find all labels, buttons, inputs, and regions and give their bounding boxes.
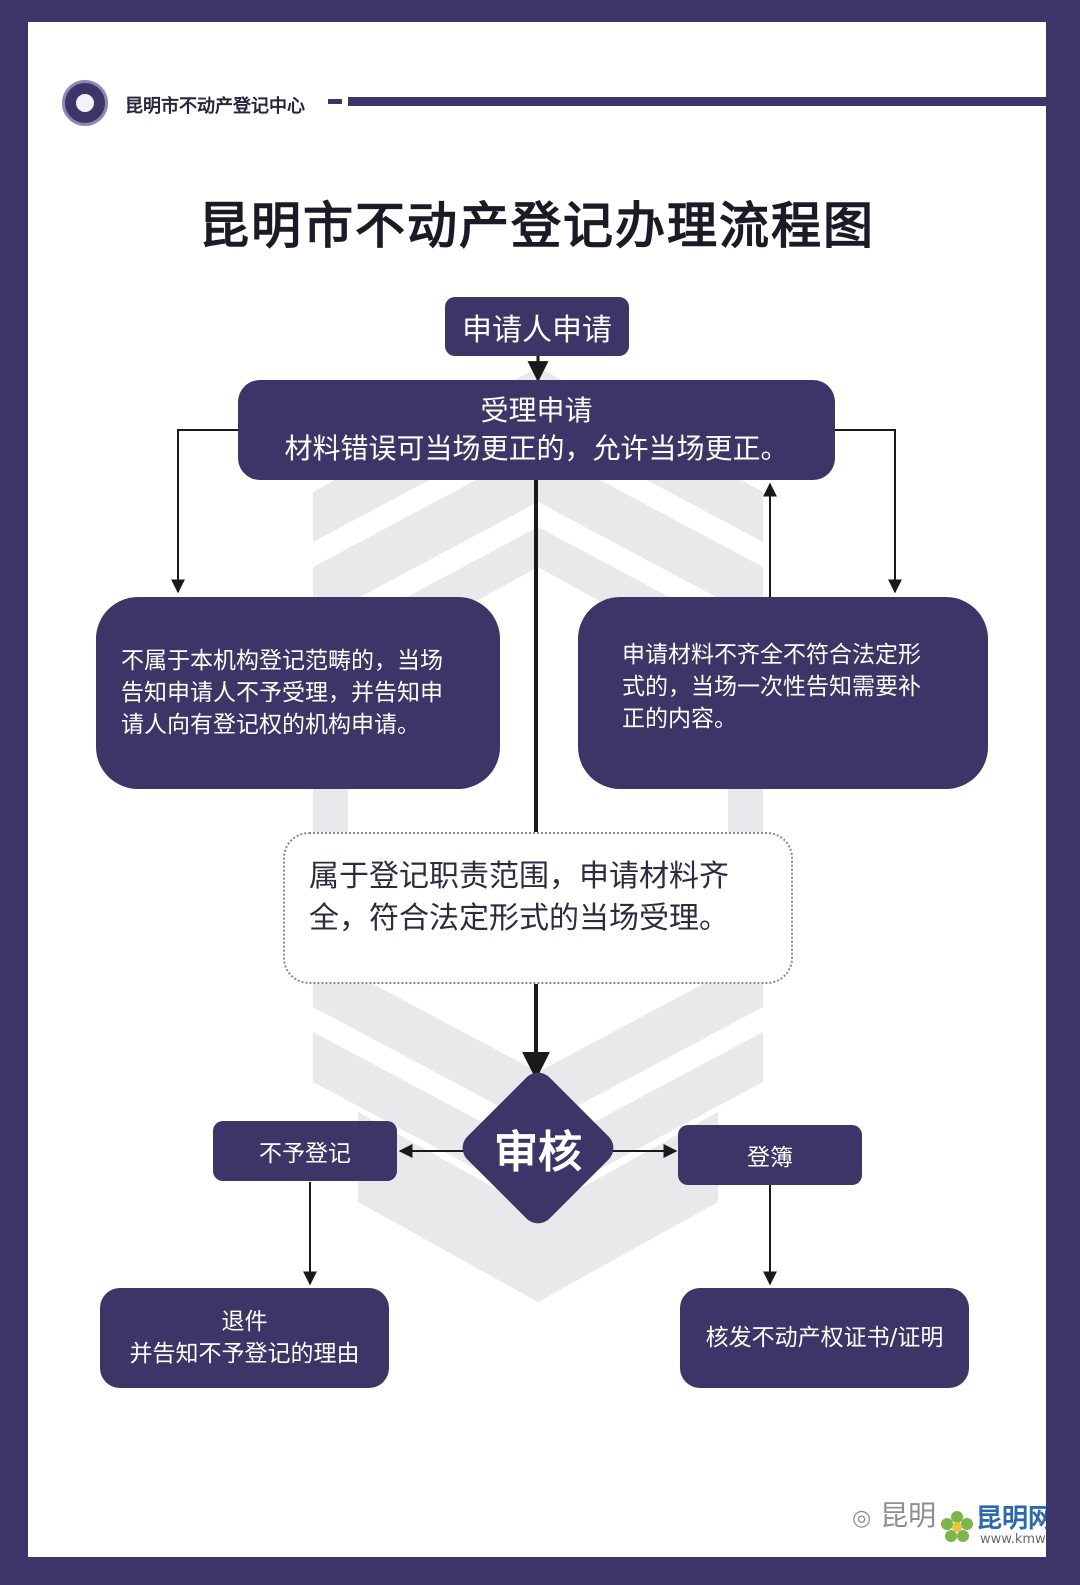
wechat-icon: ◎ [852, 1506, 872, 1531]
node-reject: 不予登记 [213, 1121, 397, 1181]
node-issue: 核发不动产权证书/证明 [680, 1288, 969, 1388]
node-accept-title: 受理申请 [480, 394, 593, 427]
node-not-in-scope-line-1: 不属于本机构登记范畴的，当场 [121, 648, 443, 674]
node-return: 退件 并告知不予登记的理由 [100, 1288, 389, 1388]
node-in-scope-line-2: 全，符合法定形式的当场受理。 [309, 901, 729, 936]
header-divider-dash [328, 99, 342, 104]
node-not-in-scope-line-3: 请人向有登记权的机构申请。 [121, 712, 420, 738]
node-not-in-scope-line-2: 告知申请人不予受理，并告知申 [121, 680, 443, 706]
flower-logo-icon [941, 1511, 973, 1542]
node-apply: 申请人申请 [445, 297, 629, 356]
node-incomplete-line-1: 申请材料不齐全不符合法定形 [622, 642, 921, 668]
poster-sheet: 昆明市不动产登记中心 昆明市不动产登记办理流程图 申请人申请 受理申请 材料错误… [28, 22, 1046, 1557]
node-register: 登簿 [678, 1125, 862, 1185]
node-issue-label: 核发不动产权证书/证明 [705, 1325, 944, 1351]
node-in-scope: 属于登记职责范围，申请材料齐 全，符合法定形式的当场受理。 [283, 832, 793, 984]
node-return-note: 并告知不予登记的理由 [129, 1341, 360, 1367]
node-incomplete-line-3: 正的内容。 [622, 706, 737, 732]
org-name: 昆明市不动产登记中心 [125, 96, 305, 117]
site-name: 昆明网 [976, 1504, 1046, 1534]
node-register-label: 登簿 [747, 1145, 793, 1171]
page-title: 昆明市不动产登记办理流程图 [199, 197, 875, 255]
node-return-title: 退件 [221, 1309, 268, 1335]
emblem-logo [62, 80, 108, 126]
node-reject-label: 不予登记 [259, 1141, 351, 1167]
flow-connectors [171, 356, 902, 1286]
node-incomplete: 申请材料不齐全不符合法定形 式的，当场一次性告知需要补 正的内容。 [578, 597, 988, 789]
node-in-scope-line-1: 属于登记职责范围，申请材料齐 [309, 859, 729, 894]
node-review-label: 审核 [494, 1127, 582, 1178]
node-not-in-scope: 不属于本机构登记范畴的，当场 告知申请人不予受理，并告知申 请人向有登记权的机构… [96, 597, 500, 789]
site-url: www.kmw.cc [980, 1532, 1046, 1547]
node-incomplete-line-2: 式的，当场一次性告知需要补 [622, 674, 921, 700]
node-apply-label: 申请人申请 [462, 312, 612, 348]
node-accept: 受理申请 材料错误可当场更正的，允许当场更正。 [238, 380, 835, 480]
header-divider [348, 97, 1046, 106]
node-accept-note: 材料错误可当场更正的，允许当场更正。 [284, 432, 789, 465]
